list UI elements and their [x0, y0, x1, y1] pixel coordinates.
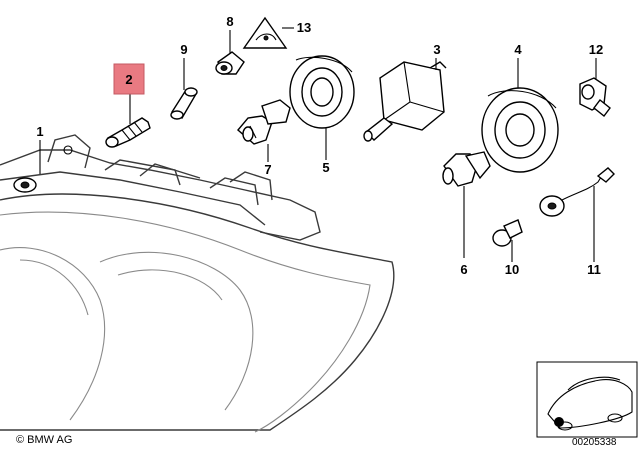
callout-9: 9	[180, 42, 187, 57]
part-bulb-small	[492, 219, 523, 247]
part-socket	[170, 87, 198, 120]
leader-lines	[39, 27, 597, 262]
callout-2-highlight	[113, 63, 145, 95]
part-ballast-unit	[363, 61, 447, 142]
callout-6: 6	[460, 262, 467, 277]
callout-3: 3	[433, 42, 440, 57]
part-bulb-h7	[237, 99, 291, 145]
callout-11: 11	[587, 262, 601, 277]
reference-number: 00205338	[572, 437, 617, 448]
callout-7: 7	[264, 162, 271, 177]
part-wiring-grommet	[539, 167, 615, 217]
callout-8: 8	[226, 14, 233, 29]
part-reflector-large	[481, 87, 559, 173]
callout-1: 1	[36, 124, 43, 139]
warning-label-icon	[242, 16, 288, 49]
callout-12: 12	[589, 42, 603, 57]
callout-2: 2	[125, 72, 132, 87]
part-clip	[105, 117, 151, 148]
location-inset	[536, 361, 638, 438]
copyright-text: © BMW AG	[16, 434, 73, 446]
headlight-housing	[0, 134, 395, 433]
location-marker	[554, 417, 564, 427]
callouts: 1 2 3 4 5 6 7 8 9 10 11 12 13	[36, 14, 603, 277]
part-bulb-holder	[579, 77, 611, 117]
callout-5: 5	[322, 160, 329, 175]
callout-10: 10	[505, 262, 519, 277]
part-bulb-h1	[442, 151, 491, 187]
callout-4: 4	[514, 42, 522, 57]
part-reflector-small	[289, 55, 355, 129]
part-adjuster	[215, 51, 245, 75]
callout-13: 13	[297, 20, 311, 35]
